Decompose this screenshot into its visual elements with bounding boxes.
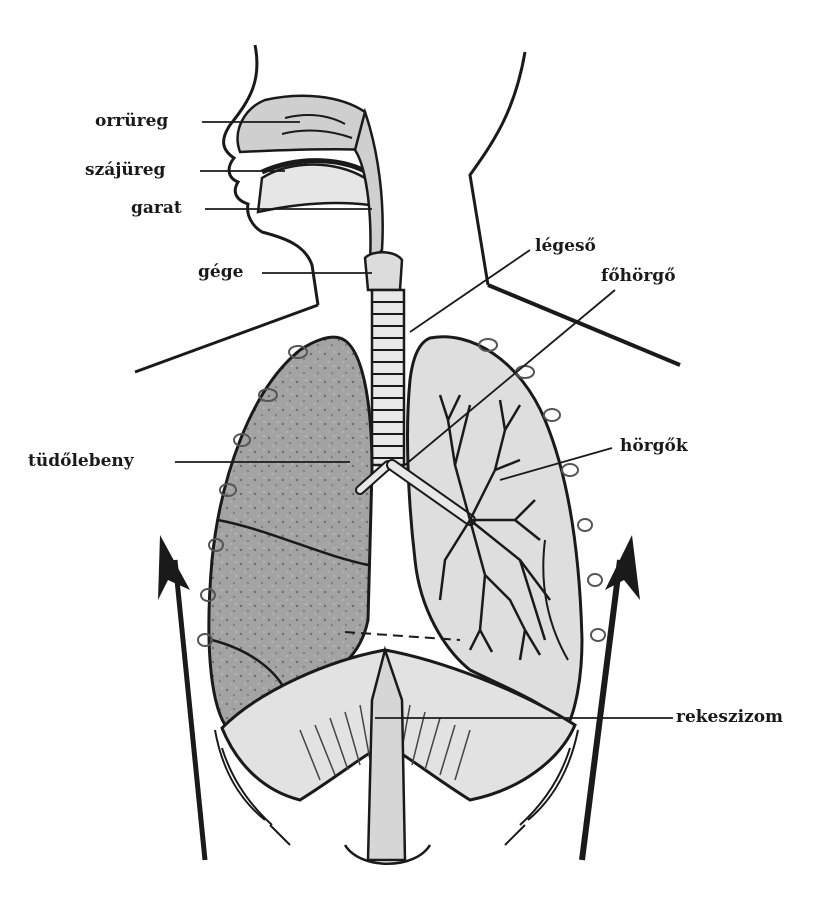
label-fohorgo: főhörgő: [601, 268, 676, 285]
label-rekeszizom: rekeszizom: [676, 709, 783, 726]
label-orrureg: orrüreg: [95, 113, 168, 130]
larynx: [365, 252, 402, 290]
back-of-neck-line: [470, 52, 525, 285]
trachea: [372, 290, 404, 465]
label-gege: gége: [198, 264, 243, 281]
nasal-cavity: [238, 96, 375, 152]
right-shoulder-line: [488, 285, 680, 365]
left-breathing-arrow: [158, 535, 205, 860]
label-szajureg: szájüreg: [85, 162, 165, 179]
label-tudolebeny: tüdőlebeny: [28, 453, 134, 470]
label-legeso: légeső: [535, 238, 596, 255]
label-horgok: hörgők: [620, 438, 688, 455]
label-garat: garat: [131, 200, 182, 217]
